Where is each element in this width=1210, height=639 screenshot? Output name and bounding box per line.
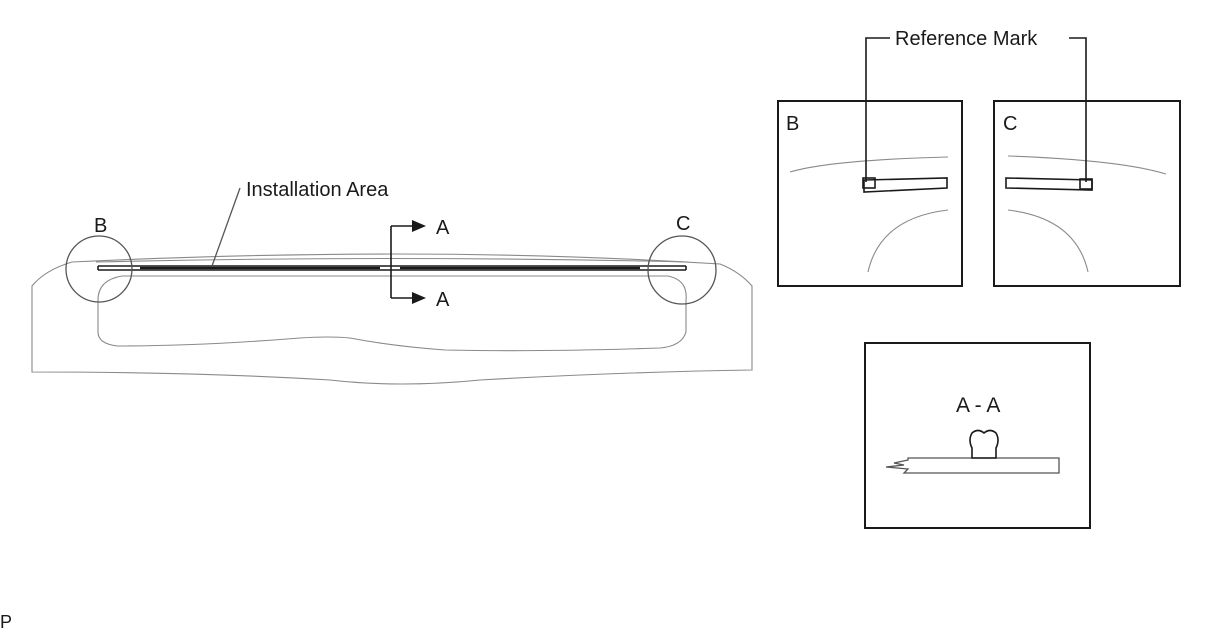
detail-panel-b-reference-mark: [862, 177, 876, 189]
section-arrow-top-head: [412, 220, 426, 232]
installation-area-callout: Installation Area: [211, 179, 389, 267]
section-panel: A - A: [864, 342, 1091, 529]
panel-outer-outline: [31, 253, 753, 385]
detail-panel-b-edge-curve: [789, 156, 949, 173]
detail-circle-b: [65, 235, 133, 303]
panel-top-edge: [95, 257, 689, 263]
reference-mark-label: Reference Mark: [895, 28, 1038, 50]
installation-area-leader: [211, 187, 241, 267]
corner-mark: P: [0, 612, 12, 632]
detail-panel-c: C: [993, 100, 1181, 287]
section-arrow-bottom-head: [412, 292, 426, 304]
detail-panel-c-edge-curve: [1007, 155, 1167, 175]
detail-circle-b-group: B: [65, 215, 133, 303]
section-label-top: A: [436, 217, 450, 239]
detail-panel-c-molding: [1005, 177, 1093, 191]
section-panel-frame: [864, 342, 1091, 529]
detail-circle-b-label: B: [94, 215, 107, 237]
section-label-bottom: A: [436, 289, 450, 311]
detail-circle-c: [647, 235, 717, 305]
detail-panel-b: B: [777, 100, 963, 287]
installation-area-label: Installation Area: [246, 179, 389, 201]
detail-panel-c-title: C: [1003, 113, 1017, 135]
molding-strip: [97, 265, 687, 271]
detail-panel-b-title: B: [786, 113, 799, 135]
detail-panel-c-frame: [993, 100, 1181, 287]
detail-panel-c-lower-curve: [1007, 209, 1089, 273]
section-panel-body: [885, 457, 1060, 474]
detail-panel-b-frame: [777, 100, 963, 287]
vehicle-panel: [31, 253, 753, 385]
section-panel-molding-profile: [969, 429, 999, 459]
panel-inner-outline: [97, 275, 687, 352]
section-panel-title: A - A: [956, 394, 1000, 417]
detail-panel-b-lower-curve: [867, 209, 949, 273]
section-cut-line: A A: [390, 217, 450, 311]
detail-circle-c-label: C: [676, 213, 690, 235]
detail-circle-c-group: C: [647, 213, 717, 305]
